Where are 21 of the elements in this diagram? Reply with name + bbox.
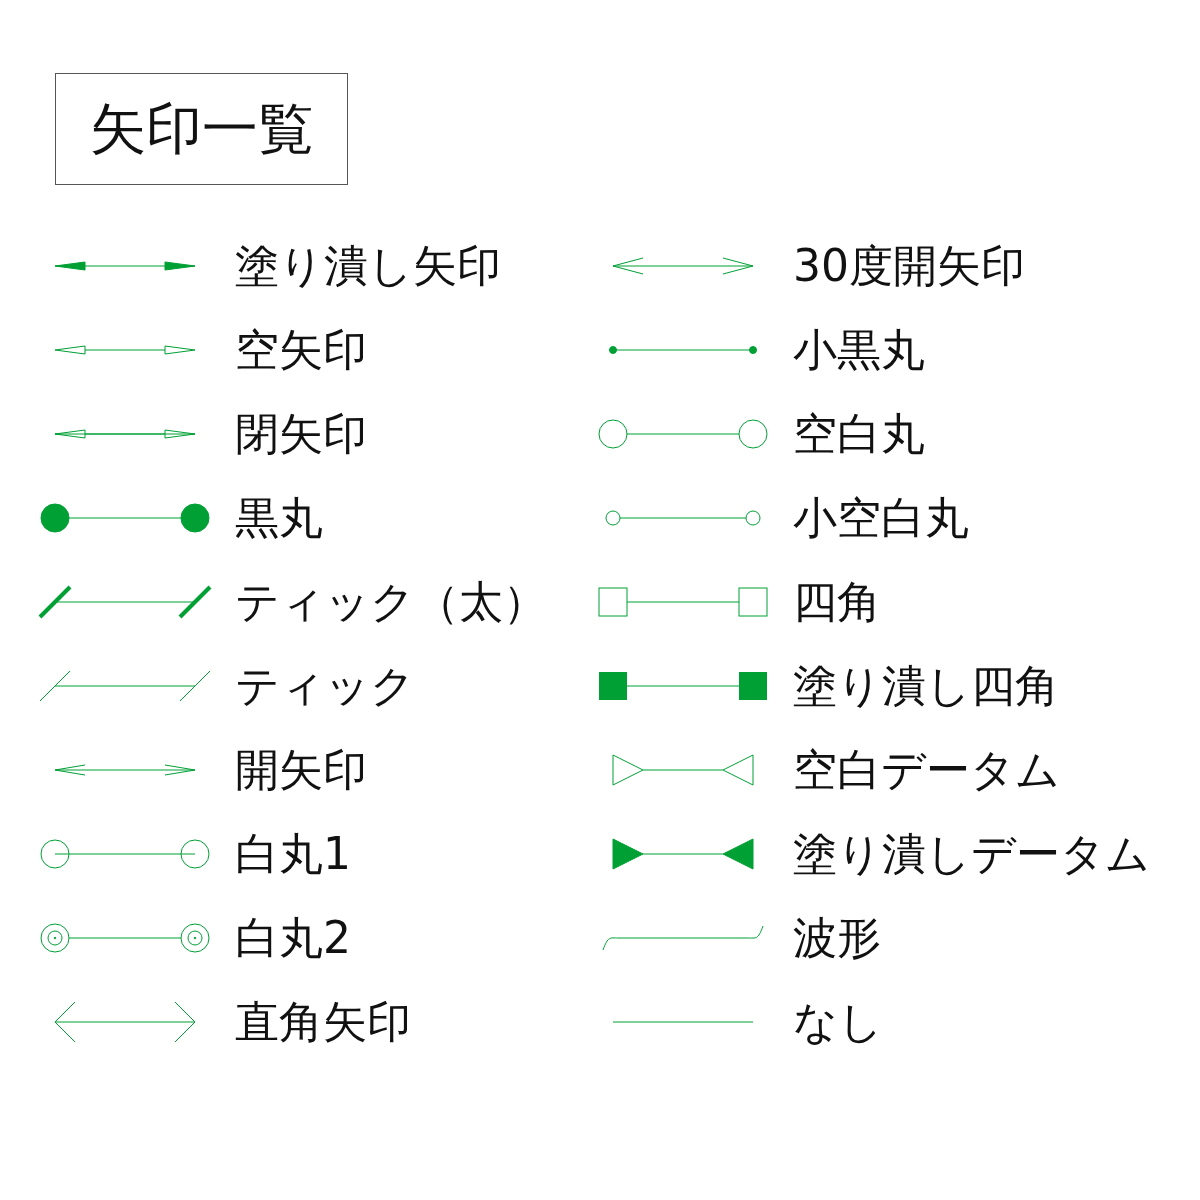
- legend-label: 白丸2: [235, 912, 351, 964]
- legend-label: 30度開矢印: [793, 240, 1025, 292]
- legend-label: 黒丸: [235, 492, 323, 544]
- legend-label: ティック: [235, 660, 415, 712]
- legend-label: 小空白丸: [793, 492, 969, 544]
- legend-label: 小黒丸: [793, 324, 925, 376]
- legend-label: 塗り潰し矢印: [235, 240, 501, 292]
- legend-label: 波形: [793, 912, 881, 964]
- legend-label: 空矢印: [235, 324, 367, 376]
- legend-label: 開矢印: [235, 744, 367, 796]
- legend-label: 空白データム: [793, 744, 1060, 796]
- title-box: 矢印一覧: [55, 73, 348, 185]
- legend-label: ティック（太）: [235, 576, 547, 628]
- legend-label: 白丸1: [235, 828, 351, 880]
- legend-label: 空白丸: [793, 408, 925, 460]
- legend-label: 塗り潰しデータム: [793, 828, 1150, 880]
- legend-label: なし: [793, 996, 883, 1048]
- legend-label: 直角矢印: [235, 996, 411, 1048]
- legend-label: 塗り潰し四角: [793, 660, 1059, 712]
- legend-label: 四角: [793, 576, 881, 628]
- legend-label: 閉矢印: [235, 408, 367, 460]
